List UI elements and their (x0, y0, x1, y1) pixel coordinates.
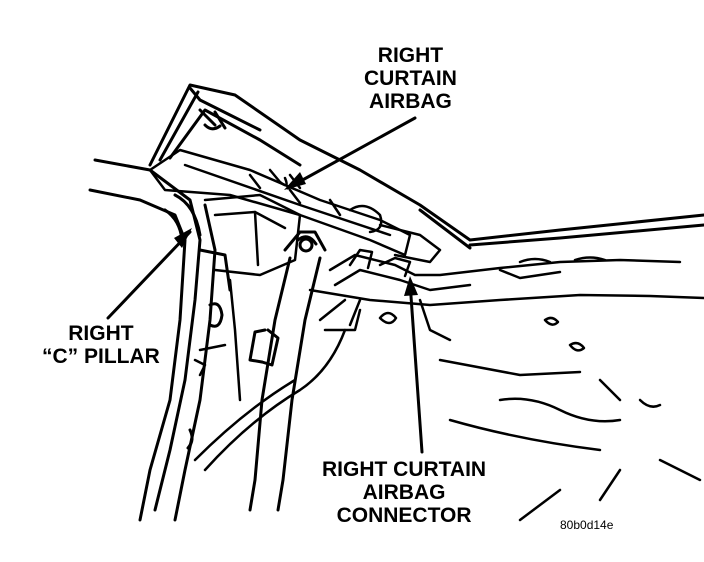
leader-lines (106, 116, 424, 454)
label-line: AIRBAG (362, 481, 446, 504)
c-pillar-arrowhead (174, 228, 192, 248)
label-line: AIRBAG (369, 90, 452, 113)
curtain-airbag-arrowhead (284, 172, 306, 190)
label-line: CONNECTOR (336, 504, 472, 527)
wire-harness (328, 248, 682, 292)
leader-arrowheads (174, 172, 418, 296)
connector-arrowhead (404, 276, 418, 296)
curtain-airbag-leader (286, 116, 417, 190)
c-pillar-leader (106, 230, 192, 320)
support-post (248, 230, 327, 512)
label-line: RIGHT CURTAIN (322, 458, 487, 481)
label-line: CURTAIN (364, 67, 457, 90)
label-right-c-pillar: RIGHT “C” PILLAR (42, 322, 160, 368)
roof-panel (148, 83, 704, 250)
label-line: RIGHT (68, 322, 134, 345)
body-side-panel (193, 288, 704, 522)
label-right-curtain-airbag: RIGHT CURTAIN AIRBAG (364, 44, 457, 113)
label-line: “C” PILLAR (42, 345, 160, 368)
connector-leader (408, 280, 424, 454)
curtain-airbag-module (148, 148, 442, 264)
figure-reference-code: 80b0d14e (560, 518, 614, 532)
label-right-curtain-airbag-connector: RIGHT CURTAIN AIRBAG CONNECTOR (322, 458, 486, 527)
quarter-trim (193, 193, 347, 472)
label-line: RIGHT (377, 44, 444, 67)
